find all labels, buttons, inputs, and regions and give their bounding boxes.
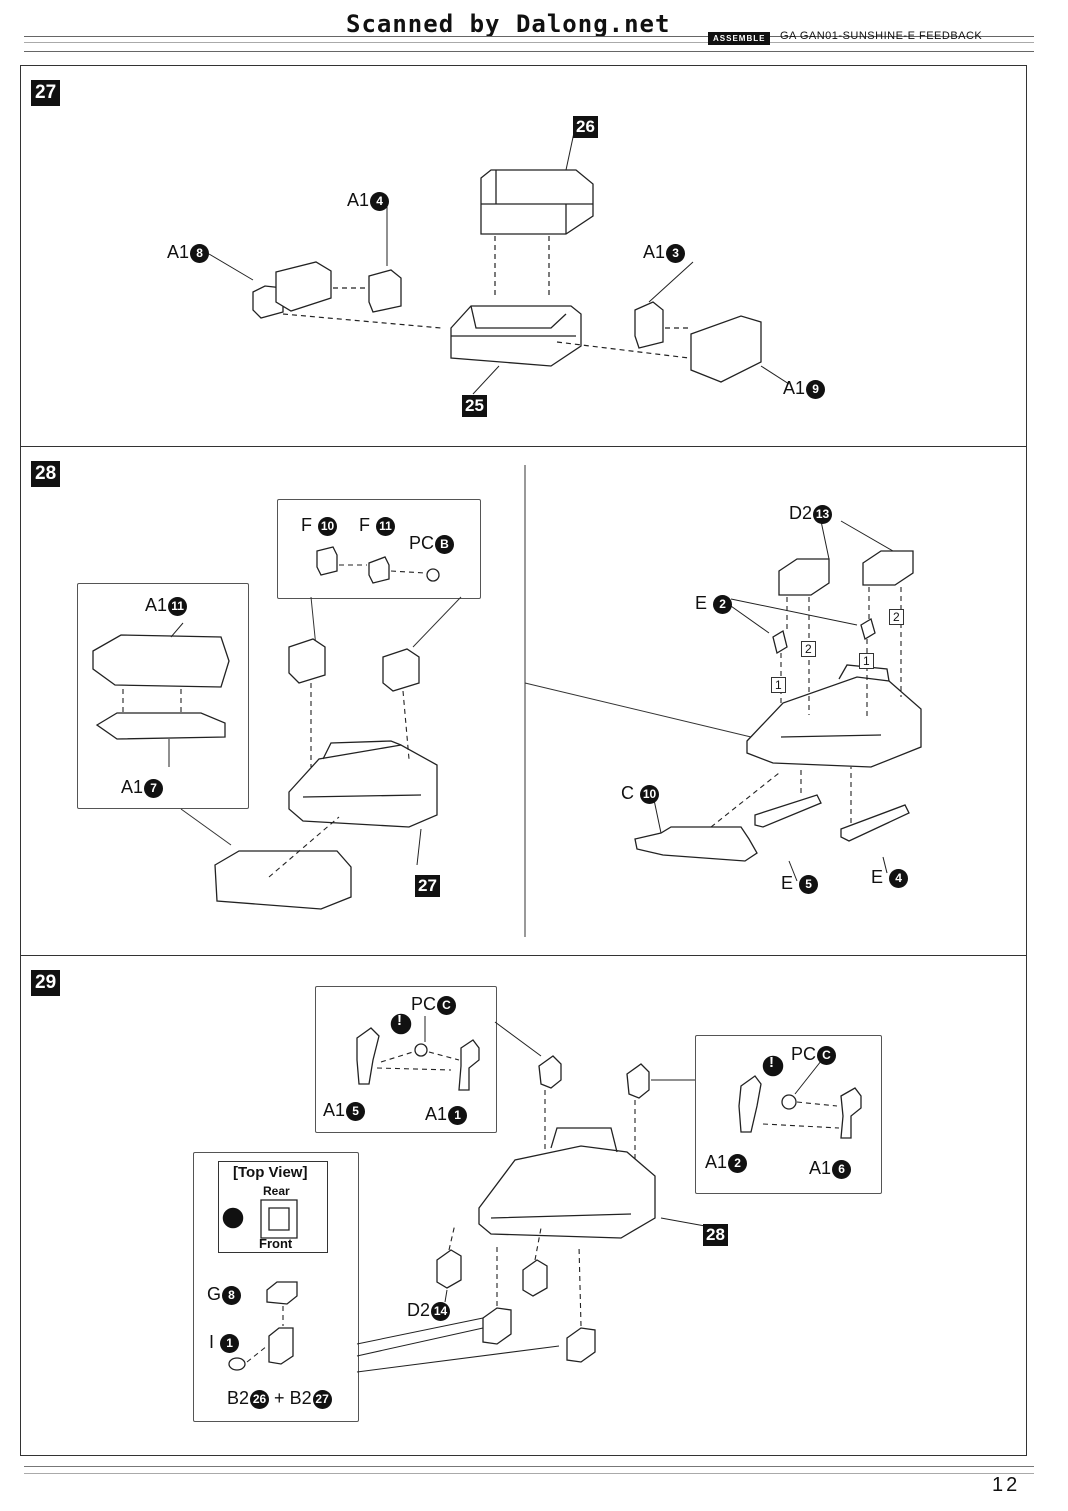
part-e5-shape: [754, 794, 822, 828]
header-rule: [24, 36, 1034, 52]
part-a1-6-shape: [840, 1087, 862, 1139]
foot-block-a-shape: [482, 1307, 512, 1345]
step-27-number: 27: [31, 80, 61, 106]
label-c10: C 10: [621, 783, 660, 804]
caution-icon: !: [769, 1054, 774, 1071]
part-a1-3-shape: [634, 301, 664, 349]
frame-shape: [746, 676, 922, 768]
part-26-shape: [480, 169, 594, 235]
inner-a-shape: [288, 638, 326, 684]
label-f11: F 11: [359, 515, 396, 536]
order-marker: 1: [859, 653, 874, 669]
step-29-number: 29: [31, 970, 61, 996]
label-e4: E 4: [871, 867, 909, 888]
part-e2b-shape: [860, 618, 876, 640]
top-view-front: Front: [259, 1236, 293, 1251]
part-25-badge: 25: [462, 395, 487, 417]
part-f10-shape: [316, 546, 338, 576]
step-29-illustration: [221, 1012, 862, 1373]
part-27-badge: 27: [415, 875, 440, 897]
top-view-title: [Top View]: [233, 1164, 308, 1181]
part-28-badge: 28: [703, 1224, 728, 1246]
foot-block-b-shape: [566, 1327, 596, 1363]
part-28-shape: [478, 1145, 656, 1239]
top-view-shape: [260, 1199, 298, 1239]
part-pcc2-shape: [781, 1094, 797, 1110]
part-a1-2-shape: [738, 1075, 762, 1133]
part-pcc1-shape: [414, 1043, 428, 1057]
label-e5: E 5: [781, 873, 819, 894]
caution-icon: !: [229, 1192, 234, 1209]
part-a1-5-shape: [356, 1027, 380, 1085]
part-d2-13b-shape: [862, 550, 914, 586]
label-i1: I 1: [209, 1332, 240, 1353]
step-28-number: 28: [31, 461, 61, 487]
caution-icon: !: [397, 1012, 402, 1029]
part-d2-14a-shape: [436, 1249, 462, 1289]
step-27-illustration: [208, 127, 790, 395]
part-a1-7-shape: [95, 712, 226, 740]
part-i1-shape: [228, 1357, 246, 1371]
step-28-illustration: [92, 465, 922, 937]
part-a1-9-shape: [690, 315, 762, 383]
label-f10: F 10: [301, 515, 338, 536]
part-d2-13a-shape: [778, 558, 830, 596]
model-title: GA GAN01-SUNSHINE-E FEEDBACK: [780, 30, 983, 42]
brand-tag: ASSEMBLE: [708, 32, 771, 45]
upper-joint-b-shape: [626, 1063, 650, 1099]
order-marker: 1: [771, 677, 786, 693]
step-29-panel: 29 [Top View] Rear Front: [20, 955, 1027, 1456]
part-a1-1-shape: [458, 1039, 480, 1091]
inner-b-shape: [382, 648, 420, 692]
order-marker: 2: [801, 641, 816, 657]
upper-joint-a-shape: [538, 1055, 562, 1089]
part-f11-shape: [368, 556, 390, 584]
label-e2: E 2: [695, 593, 733, 614]
part-c10-shape: [634, 826, 758, 862]
footer-rule: [24, 1466, 1034, 1474]
step-28-panel: 28: [20, 446, 1027, 957]
part-b2-shape: [268, 1327, 294, 1365]
part-26-badge: 26: [573, 116, 598, 138]
part-d2-14b-shape: [522, 1259, 548, 1297]
order-marker: 2: [889, 609, 904, 625]
top-view-box: [Top View] Rear Front: [218, 1161, 328, 1253]
part-pcb-shape: [426, 568, 440, 582]
part-g8-shape: [266, 1281, 298, 1305]
scanner-watermark: Scanned by Dalong.net: [346, 10, 671, 38]
part-a1-4-shape: [368, 269, 402, 313]
top-view-rear: Rear: [263, 1184, 290, 1198]
bottom-block-shape: [214, 850, 352, 910]
page-number: 12: [992, 1474, 1021, 1496]
part-e2a-shape: [772, 629, 788, 655]
part-27-shape: [288, 744, 438, 828]
part-e4-shape: [840, 804, 910, 842]
inset-a1-parts: [77, 583, 249, 809]
part-a1-8b-shape: [275, 261, 332, 312]
part-a1-11-shape: [92, 634, 230, 688]
